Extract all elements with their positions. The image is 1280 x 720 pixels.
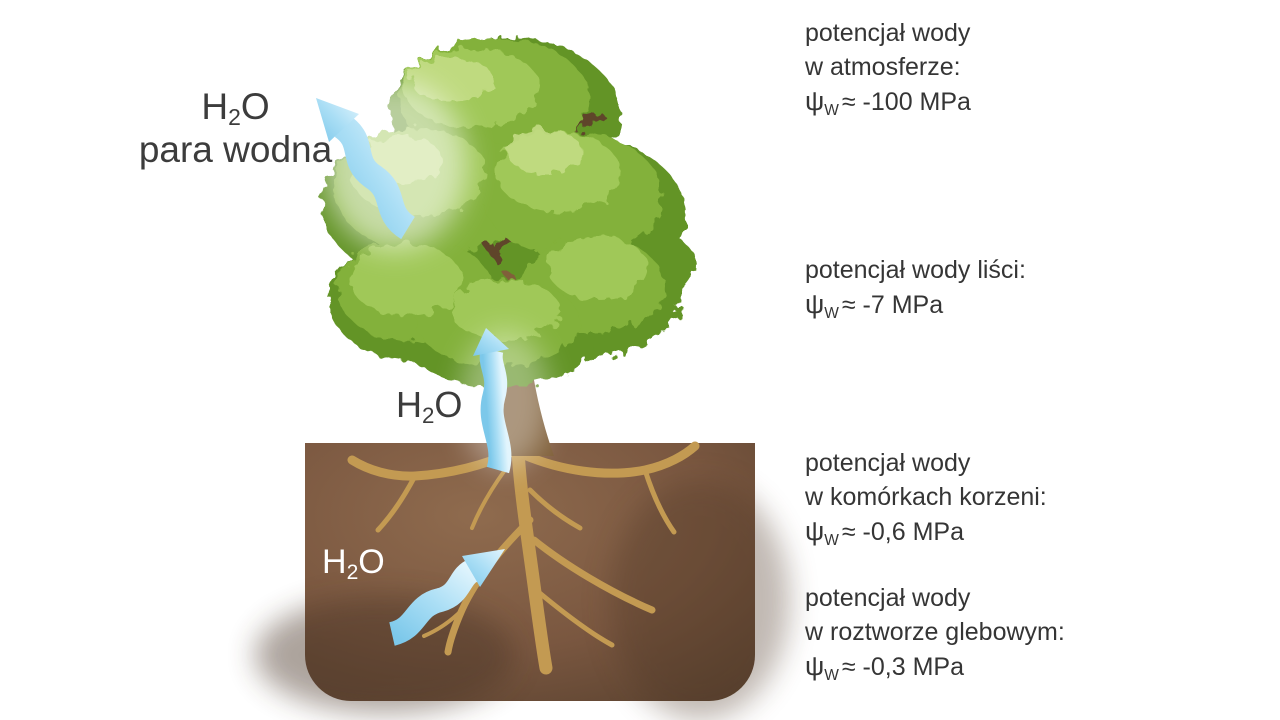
transpiration-arrow xyxy=(316,98,416,240)
label-water-vapor: H2O para wodna xyxy=(118,86,353,171)
label-h2o-formula: H2O xyxy=(201,86,270,131)
annotation-soil-solution: potencjał wody w roztworze glebowym: ψW≈… xyxy=(805,581,1065,688)
annotation-value: ψW≈ -100 MPa xyxy=(805,86,971,119)
annotation-value: ψW≈ -0,3 MPa xyxy=(805,651,964,684)
annotation-line: potencjał wody xyxy=(805,19,971,47)
annotation-line: potencjał wody xyxy=(805,449,971,477)
label-h2o-soil: H2O xyxy=(322,543,385,584)
annotation-line: w roztworze glebowym: xyxy=(805,618,1065,646)
annotation-line: potencjał wody xyxy=(805,584,971,612)
annotation-line: potencjał wody liści: xyxy=(805,256,1026,284)
soil-water-arrow xyxy=(388,549,505,646)
annotation-line: w komórkach korzeni: xyxy=(805,483,1047,511)
annotation-value: ψW≈ -0,6 MPa xyxy=(805,516,964,549)
label-h2o-xylem: H2O xyxy=(396,384,463,429)
annotation-leaves: potencjał wody liści: ψW≈ -7 MPa xyxy=(805,253,1026,326)
annotation-root-cells: potencjał wody w komórkach korzeni: ψW≈ … xyxy=(805,446,1047,553)
annotation-value: ψW≈ -7 MPa xyxy=(805,289,944,322)
vapor-haze xyxy=(323,80,467,250)
annotation-atmosphere: potencjał wody w atmosferze: ψW≈ -100 MP… xyxy=(805,16,971,123)
xylem-water-arrow xyxy=(473,328,512,474)
label-water-vapor-caption: para wodna xyxy=(138,128,333,170)
annotation-line: w atmosferze: xyxy=(805,53,961,81)
